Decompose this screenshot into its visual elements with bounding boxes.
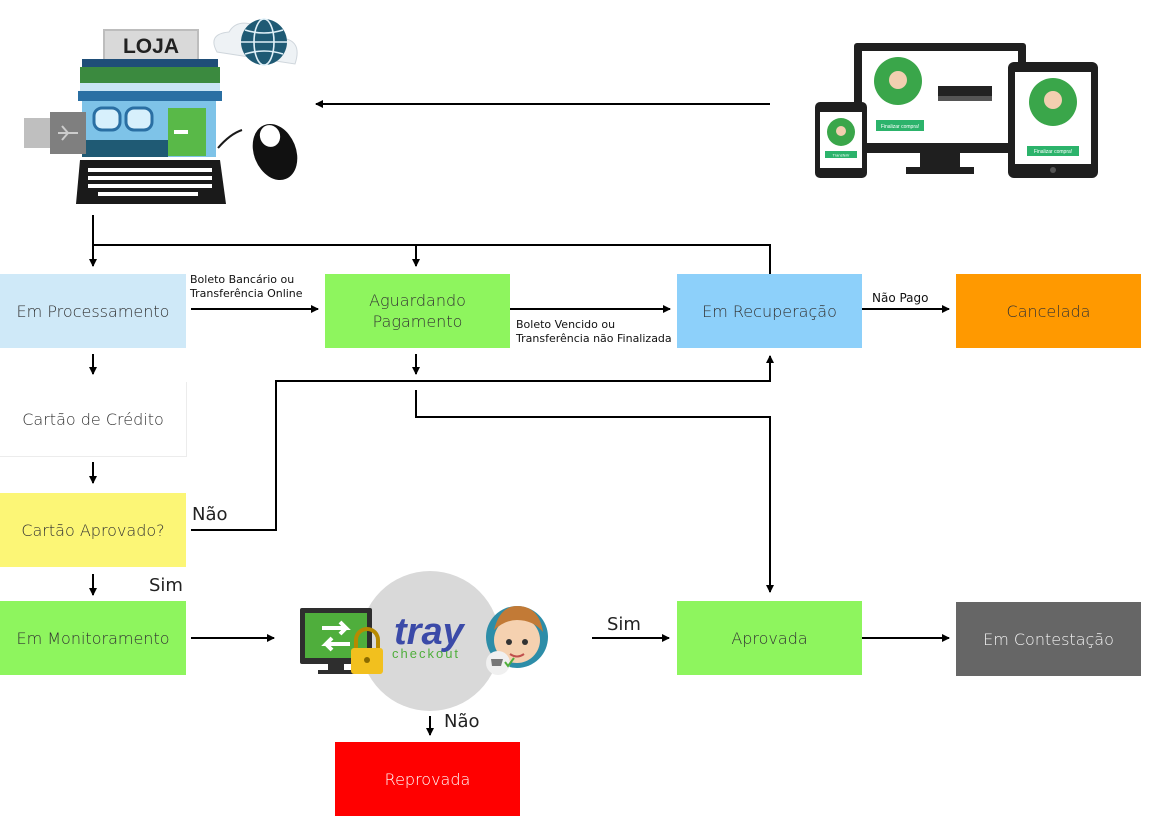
lock-icon [351,627,383,674]
svg-text:tray: tray [394,611,466,653]
edge-label-nao-pago: Não Pago [872,291,929,305]
node-cartao-aprovado: Cartão Aprovado? [0,493,186,567]
svg-text:checkout: checkout [392,646,460,661]
edge-label-nao-monitor: Não [444,711,480,732]
arrow-no-to-recovery [191,355,774,531]
line-recovery-loop [93,244,771,274]
edge-label-boleto: Boleto Bancário ou Transferência Online [190,273,303,300]
globe-icon [213,18,298,66]
node-em-contestacao: Em Contestação [956,602,1141,676]
node-aprovada: Aprovada [677,601,862,675]
svg-text:Finalizar compra!: Finalizar compra! [881,124,919,130]
node-reprovada: Reprovada [335,742,520,816]
node-em-recuperacao: Em Recuperação [677,274,862,348]
store-illustration: LOJA [22,12,312,212]
store-sign: LOJA [123,35,179,58]
tray-logo: tray checkout [392,611,466,661]
edge-label-sim-monitor: Sim [607,614,641,635]
svg-text:Finalizar compra!: Finalizar compra! [1034,149,1072,155]
node-cartao-de-credito: Cartão de Crédito [0,382,187,457]
node-cancelada: Cancelada [956,274,1141,348]
support-agent-icon [486,606,548,675]
node-em-processamento: Em Processamento [0,274,186,348]
edge-label-sim-cartao: Sim [149,575,183,596]
devices-illustration: Finalizar compra! Finalizar compra! Tran… [810,40,1102,182]
node-em-monitoramento: Em Monitoramento [0,601,186,675]
arrow-awaiting-to-approved [415,390,774,593]
store-sign-board [103,29,199,61]
tray-checkout-illustration: tray checkout [298,566,563,716]
edge-label-nao-cartao: Não [192,504,228,525]
svg-text:Transferir: Transferir [833,153,851,158]
edge-label-boleto-vencido: Boleto Vencido ou Transferência não Fina… [516,318,672,345]
node-aguardando-pagamento: Aguardando Pagamento [325,274,510,348]
